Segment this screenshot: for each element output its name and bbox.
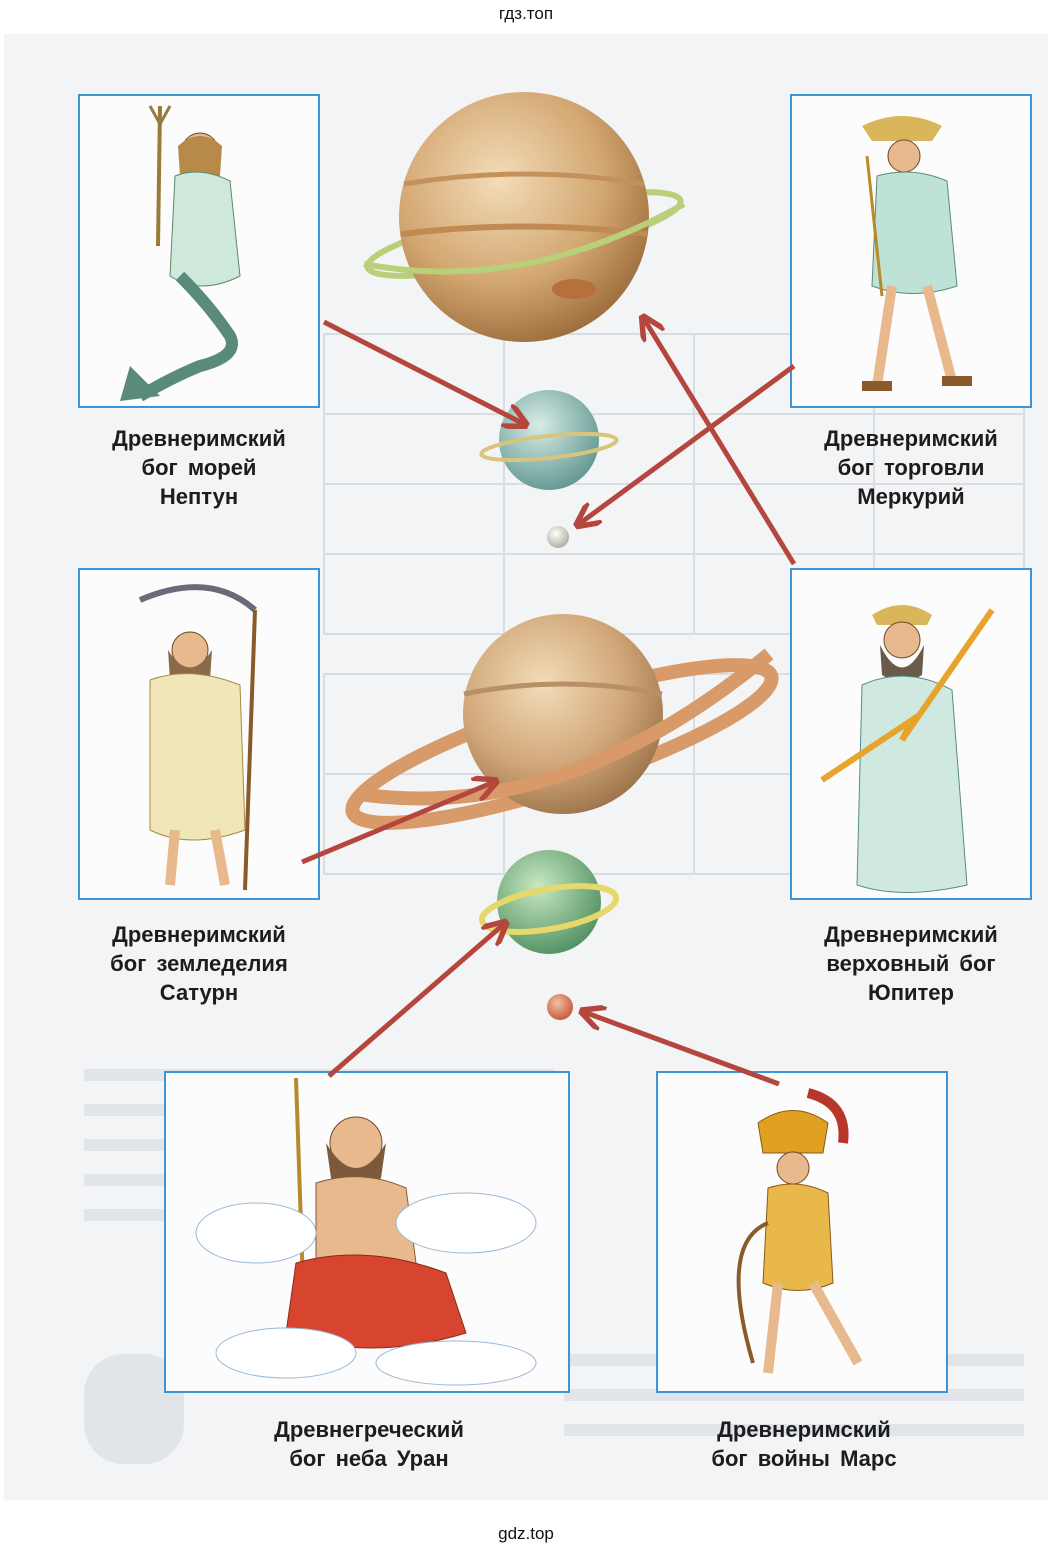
neptune-figure-illustration (120, 105, 241, 402)
planet-jupiter (363, 92, 686, 342)
arrow-neptune (322, 319, 524, 424)
arrow-mercury (579, 363, 796, 524)
planet-uranus (478, 850, 620, 954)
jupiter-caption: Древнеримский верховный бог Юпитер (776, 920, 1046, 1007)
caption-line: Древнегреческий (274, 1417, 464, 1442)
planet-mercury (547, 526, 569, 548)
header-site-label: гдз.топ (498, 4, 554, 23)
caption-line: Юпитер (868, 980, 954, 1005)
footer-site-label: gdz.top (498, 1524, 554, 1543)
jupiter-illustration-frame (790, 568, 1032, 900)
caption-line: Древнеримский (824, 426, 998, 451)
uranus-figure-illustration (195, 1077, 537, 1386)
mars-caption: Древнеримский бог войны Марс (654, 1415, 954, 1473)
caption-line: бог морей (141, 455, 257, 480)
planet-mars (547, 994, 573, 1020)
mercury-illustration-frame (790, 94, 1032, 408)
saturn-caption: Древнеримский бог земледелия Сатурн (64, 920, 334, 1007)
caption-line: бог торговли (837, 455, 985, 480)
caption-line: бог неба Уран (289, 1446, 449, 1471)
caption-line: Сатурн (159, 980, 239, 1005)
caption-line: Древнеримский (824, 922, 998, 947)
jupiter-figure-illustration (820, 605, 995, 893)
caption-line: бог войны Марс (711, 1446, 897, 1471)
arrow-saturn (301, 782, 494, 865)
saturn-illustration-frame (78, 568, 320, 900)
arrow-uranus (327, 924, 504, 1078)
mars-illustration-frame (656, 1071, 948, 1393)
caption-line: верховный бог (826, 951, 996, 976)
caption-line: Меркурий (857, 484, 965, 509)
planet-neptune (479, 390, 619, 490)
saturn-figure-illustration (138, 584, 257, 891)
mars-figure-illustration (736, 1088, 863, 1374)
mercury-figure-illustration (862, 116, 972, 391)
uranus-caption: Древнегреческий бог неба Уран (204, 1415, 534, 1473)
mercury-caption: Древнеримский бог торговли Меркурий (776, 424, 1046, 511)
textbook-page: Древнеримский бог морей Нептун Древнерим… (4, 34, 1048, 1500)
planet-saturn (345, 614, 779, 830)
caption-line: Древнеримский (112, 922, 286, 947)
caption-line: Древнеримский (112, 426, 286, 451)
caption-line: Нептун (159, 484, 239, 509)
caption-line: бог земледелия (110, 951, 288, 976)
arrow-jupiter (644, 319, 797, 566)
uranus-illustration-frame (164, 1071, 570, 1393)
planets-and-arrows (301, 92, 797, 1087)
neptune-illustration-frame (78, 94, 320, 408)
caption-line: Древнеримский (717, 1417, 891, 1442)
arrow-mars (584, 1012, 780, 1087)
neptune-caption: Древнеримский бог морей Нептун (64, 424, 334, 511)
